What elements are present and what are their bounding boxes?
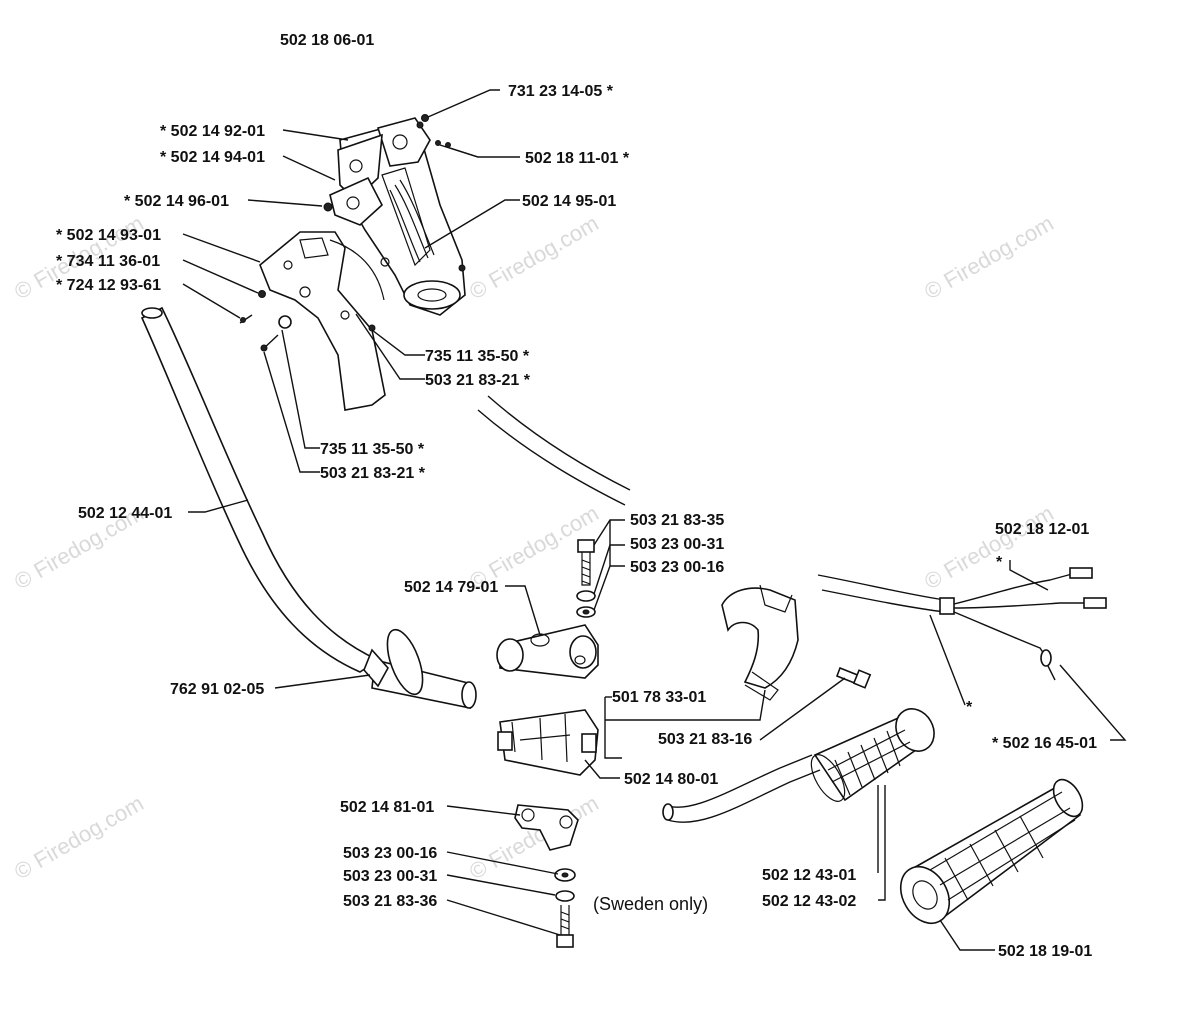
label-502-14-95-01: 502 14 95-01 (522, 193, 616, 210)
part-bottom-clamp (514, 804, 579, 851)
part-right-grip (810, 708, 935, 802)
label-735-11-35-50-b: 735 11 35-50 * (320, 441, 425, 458)
label-502-14-80-01: 502 14 80-01 (624, 771, 718, 788)
label-724-12-93-61: * 724 12 93-61 (56, 277, 161, 294)
label-502-18-11-01: 502 18 11-01 * (525, 150, 630, 167)
part-right-tube (662, 754, 821, 823)
part-bottom-fasteners (554, 868, 576, 948)
watermark-1: © Firedog.com (465, 210, 603, 304)
label-734-11-36-01: * 734 11 36-01 (56, 253, 160, 270)
label-503-21-83-21-a: 503 21 83-21 * (425, 372, 531, 389)
label-503-23-00-31-b: 503 23 00-31 (343, 868, 437, 885)
part-handle-half (259, 231, 390, 411)
label-503-21-83-16: 503 21 83-16 (658, 731, 752, 748)
label-503-21-83-21-b: 503 21 83-21 * (320, 465, 426, 482)
label-735-11-35-50-a: 735 11 35-50 * (425, 348, 530, 365)
part-upper-clamp (496, 624, 599, 679)
label-502-12-43-01: 502 12 43-01 (762, 867, 856, 884)
label-731-23-14-05: 731 23 14-05 * (508, 83, 614, 100)
label-762-91-02-05: 762 91 02-05 (170, 681, 264, 698)
label-502-16-45-01: * 502 16 45-01 (992, 735, 1097, 752)
assembly-number: 502 18 06-01 (280, 32, 374, 49)
asterisk-wires: * (996, 554, 1003, 571)
watermark-8: © Firedog.com (465, 790, 603, 884)
asterisk-cable: * (966, 699, 973, 716)
watermark-2: © Firedog.com (920, 210, 1058, 304)
watermark-7: © Firedog.com (10, 790, 148, 884)
part-bolt-top (576, 539, 596, 618)
label-503-21-83-36: 503 21 83-36 (343, 893, 437, 910)
label-502-14-79-01: 502 14 79-01 (404, 579, 498, 596)
part-spare-grip (899, 778, 1084, 925)
watermarks: © Firedog.com © Firedog.com © Firedog.co… (10, 210, 1058, 884)
part-lower-clamp (497, 709, 599, 776)
part-cable (817, 567, 1107, 681)
part-bracket (721, 584, 799, 701)
leader-lines (182, 89, 1127, 951)
watermark-6: © Firedog.com (920, 500, 1058, 594)
label-502-12-43-02: 502 12 43-02 (762, 893, 856, 910)
label-502-14-94-01: * 502 14 94-01 (160, 149, 265, 166)
label-503-21-83-35: 503 21 83-35 (630, 512, 724, 529)
label-501-78-33-01: 501 78 33-01 (612, 689, 706, 706)
label-502-14-96-01: * 502 14 96-01 (124, 193, 229, 210)
label-503-23-00-31-a: 503 23 00-31 (630, 536, 724, 553)
note-sweden-only: (Sweden only) (593, 894, 708, 914)
part-handlebar-tube-right (477, 395, 631, 506)
label-502-14-81-01: 502 14 81-01 (340, 799, 434, 816)
label-502-18-19-01: 502 18 19-01 (998, 943, 1092, 960)
label-502-14-93-01: * 502 14 93-01 (56, 227, 161, 244)
part-left-grip (363, 628, 477, 709)
label-502-18-12-01: 502 18 12-01 (995, 521, 1089, 538)
label-503-23-00-16-a: 503 23 00-16 (630, 559, 724, 576)
label-503-23-00-16-b: 503 23 00-16 (343, 845, 437, 862)
part-labels: 731 23 14-05 * * 502 14 92-01 * 502 14 9… (56, 83, 1097, 960)
part-screw-bracket (835, 666, 872, 689)
label-502-14-92-01: * 502 14 92-01 (160, 123, 265, 140)
part-small-fasteners (239, 114, 451, 352)
label-502-12-44-01: 502 12 44-01 (78, 505, 172, 522)
part-lever (323, 176, 383, 226)
